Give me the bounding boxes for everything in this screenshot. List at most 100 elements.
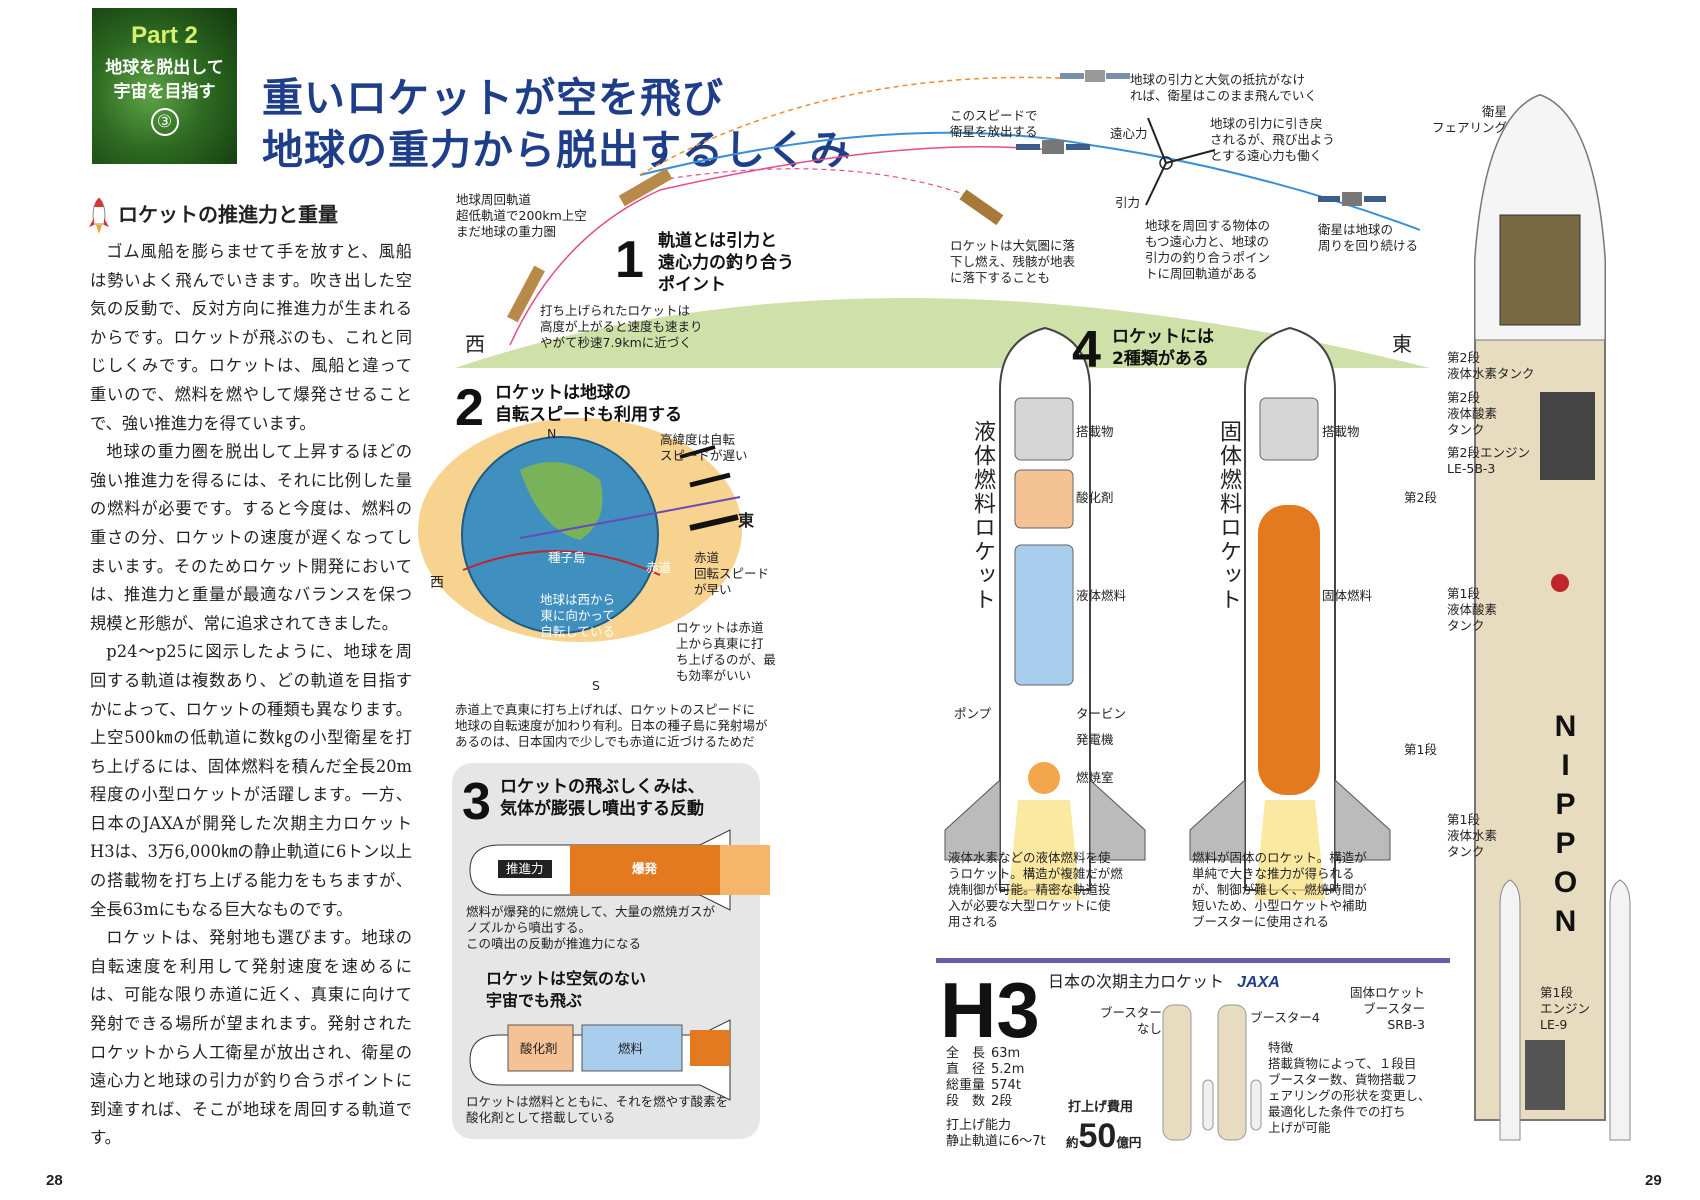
booster4-label: ブースター4 — [1250, 1010, 1320, 1025]
west-label-globe: 西 — [430, 575, 444, 591]
centrifugal-label: 遠心力 — [1110, 126, 1148, 141]
balance-note-2: もつ遠心力と、地球の — [1145, 234, 1270, 249]
spec-key: 総重量 — [946, 1078, 986, 1093]
explosion-label: 爆発 — [632, 861, 658, 876]
section-heading: ロケットの推進力と重量 — [86, 196, 338, 236]
liquid-desc-2: うロケット。構造が複雑だが燃 — [948, 866, 1123, 881]
spec-key: 段 数 — [946, 1094, 986, 1109]
s2h2-2: 液体水素タンク — [1447, 366, 1535, 381]
launch-capacity: 打上げ能力 静止軌道に6〜7t — [946, 1118, 1046, 1150]
d3-caption-1: 燃料が爆発的に燃焼して、大量の燃焼ガスが — [466, 904, 716, 919]
exhaust-plume — [720, 845, 770, 895]
booster-right — [1250, 1079, 1262, 1131]
balance-note-3: 引力の釣り合うポイン — [1145, 250, 1271, 265]
fall-note-1: ロケットは大気圏に落 — [950, 238, 1076, 253]
s1-ox-label: 第1段 液体酸素 タンク — [1447, 586, 1497, 634]
liquid-oxidizer — [1014, 469, 1074, 529]
release-note-2: 衛星を放出する — [950, 124, 1038, 139]
s1eng-3: LE-9 — [1540, 1017, 1568, 1032]
orbit-note: 地球周回軌道 超低軌道で200km上空 まだ地球の重力圏 — [456, 192, 587, 240]
satellite-icon — [1016, 140, 1090, 154]
noforce-note: 地球の引力と大気の抵抗がなけ れば、衛星はこのまま飛んでいく — [1130, 72, 1317, 104]
turbine-label: タービン — [1076, 706, 1127, 721]
orbit-note-3: まだ地球の重力圏 — [456, 224, 557, 239]
spec-key: 全 長 — [946, 1046, 986, 1061]
booster-none-label: ブースター なし — [1100, 1005, 1162, 1037]
fairing-1: 衛星 — [1482, 104, 1508, 119]
capacity-2: 静止軌道に6〜7t — [946, 1134, 1046, 1149]
fall-path — [659, 168, 981, 201]
first-stage-engine-view — [1525, 1040, 1565, 1110]
body-paragraph: p24〜p25に図示したように、地球を周回する軌道は複数あり、どの軌道を目指すか… — [90, 642, 412, 919]
d3-caption-bottom: ロケットは燃料とともに、それを燃やす酸素を 酸化剤として搭載している — [466, 1094, 728, 1126]
rocket-debris-icon — [959, 189, 1004, 226]
escape-path — [639, 76, 1061, 176]
rotation-3: 自転している — [540, 624, 615, 639]
orbit-keep-note: 衛星は地球の 周りを回り続ける — [1318, 222, 1418, 254]
stage1-label: 第1段 — [1404, 742, 1437, 757]
liquid-desc-4: 入が必要な大型ロケットに使 — [948, 898, 1111, 913]
feature-4: 最適化した条件での打ち — [1268, 1104, 1406, 1119]
s1eng-2: エンジン — [1540, 1001, 1591, 1016]
part-number: ③ — [150, 108, 179, 136]
s2-engine-label: 第2段エンジン LE-5B-3 — [1447, 445, 1530, 477]
solid-desc-5: ブースターに使用される — [1192, 914, 1329, 929]
eqspeed-3: が早い — [694, 582, 732, 597]
fall-note: ロケットは大気圏に落 下し燃え、残骸が地表 に落下することも — [950, 238, 1075, 286]
booster-none-1: ブースター — [1100, 1005, 1162, 1020]
equator-speed-note: 赤道 回転スピード が早い — [694, 550, 769, 598]
eqspeed-2: 回転スピード — [694, 566, 770, 581]
d4-head-1: ロケットには — [1112, 327, 1214, 347]
liquid-rocket-title: 液体燃料ロケット — [970, 420, 995, 612]
centrifugal-arrow — [1147, 117, 1167, 164]
north-label: N — [547, 426, 557, 441]
cost-label: 打上げ費用 — [1068, 1100, 1134, 1115]
h3-subtitle-text: 日本の次期主力ロケット — [1048, 972, 1225, 991]
srb-label: 固体ロケット ブースター SRB-3 — [1350, 985, 1425, 1033]
d4-head-2: 2種類がある — [1112, 349, 1209, 369]
solid-description: 燃料が固体のロケット。構造が 単純で大きな推力が得られる が、制御が難しく、燃焼… — [1192, 850, 1367, 930]
d4-number: 4 — [1072, 321, 1101, 379]
d1-head-1: 軌道とは引力と — [658, 231, 777, 251]
s1ox-2: 液体酸素 — [1447, 602, 1498, 617]
eff-4: も効率がいい — [676, 668, 752, 683]
srb-right — [1609, 879, 1631, 1141]
fall-note-3: に落下することも — [950, 270, 1051, 285]
oxidizer-label: 酸化剤 — [520, 1041, 558, 1056]
s1ox-3: タンク — [1447, 618, 1485, 633]
balance-note-4: トに周回軌道がある — [1145, 266, 1258, 281]
efficiency-note: ロケットは赤道 上から真東に打 ち上げるのが、最 も効率がいい — [676, 620, 776, 684]
west-label: 西 — [465, 332, 485, 356]
satellite-icon — [1318, 192, 1386, 206]
equator-line — [462, 550, 661, 576]
s1eng-1: 第1段 — [1540, 985, 1573, 1000]
force-point — [1159, 156, 1173, 170]
s2-h2-label: 第2段 液体水素タンク — [1447, 350, 1535, 382]
booster-none-2: なし — [1136, 1021, 1162, 1036]
feature-title: 特徴 — [1268, 1040, 1294, 1055]
capacity-1: 打上げ能力 — [946, 1118, 1012, 1133]
solid-payload-label: 搭載物 — [1322, 424, 1360, 439]
s1h2-2: 液体水素 — [1447, 828, 1498, 843]
page-number-right: 29 — [1645, 1172, 1662, 1189]
page-number-left: 28 — [46, 1172, 63, 1189]
eff-2: 上から真東に打 — [676, 636, 764, 651]
d3-subheading: ロケットは空気のない 宇宙でも飛ぶ — [486, 968, 646, 1012]
solid-desc-4: 短いため、小型ロケットや補助 — [1192, 898, 1368, 913]
title-line-1: 重いロケットが空を飛び — [262, 74, 724, 122]
d3-number: 3 — [462, 773, 491, 831]
d2-caption-1: 赤道上で真東に打ち上げれば、ロケットのスピードに — [455, 702, 756, 717]
body-text: ゴム風船を膨らませて手を放すと、風船は勢いよく飛んでいきます。吹き出した空気の反… — [90, 238, 412, 1153]
release-note: このスピードで 衛星を放出する — [950, 108, 1038, 140]
feature-2: ブースター数、貨物搭載フ — [1268, 1072, 1418, 1087]
equator-label: 赤道 — [646, 560, 672, 575]
hilat-note-1: 高緯度は自転 — [660, 432, 736, 447]
cost-prefix: 約 — [1066, 1135, 1079, 1150]
s2ox-2: 液体酸素 — [1447, 406, 1498, 421]
rotation-2: 東に向かって — [540, 608, 615, 623]
orbit-keep-2: 周りを回り続ける — [1318, 238, 1419, 253]
liquid-oxidizer-label: 酸化剤 — [1076, 490, 1114, 505]
part-subtitle-2: 宇宙を目指す — [113, 82, 216, 102]
